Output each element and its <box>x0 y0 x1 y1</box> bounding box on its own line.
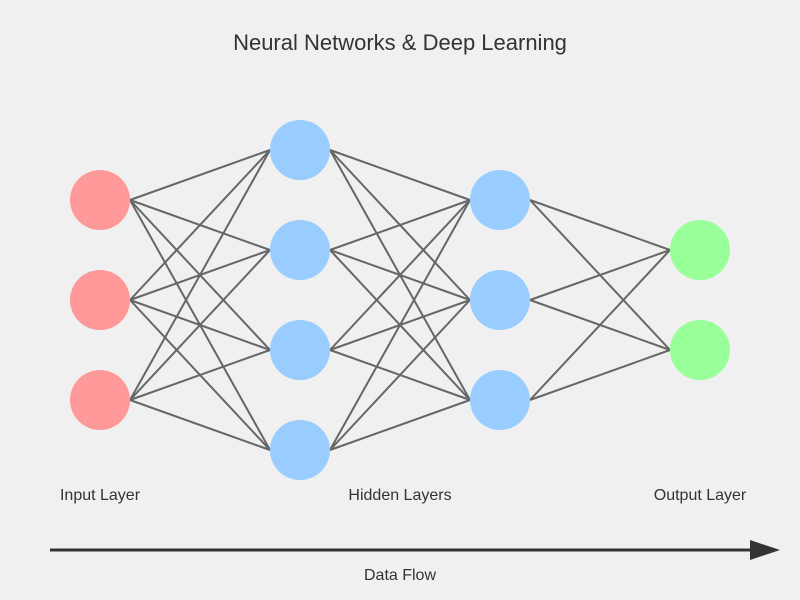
connection-l2n4-l3n2 <box>329 299 471 451</box>
connection-l1n2-l2n1 <box>129 149 271 301</box>
hidden-node-layer2-3 <box>270 320 330 380</box>
diagram-title: Neural Networks & Deep Learning <box>233 30 567 55</box>
connection-l1n3-l2n4 <box>129 399 271 451</box>
output-layer-label: Output Layer <box>654 487 747 504</box>
connection-l3n3-l4n1 <box>529 249 671 401</box>
hidden-node-layer2-2 <box>270 220 330 280</box>
hidden-node-layer3-3 <box>470 370 530 430</box>
hidden-node-layer3-2 <box>470 270 530 330</box>
connection-l2n4-l3n1 <box>329 199 471 451</box>
connection-l3n2-l4n1 <box>529 249 671 301</box>
connection-l2n3-l3n1 <box>329 199 471 351</box>
hidden-node-layer3-1 <box>470 170 530 230</box>
connection-l2n1-l3n1 <box>329 149 471 201</box>
data-flow-arrowhead <box>750 540 780 560</box>
connection-l1n3-l2n3 <box>129 349 271 401</box>
connection-l1n3-l2n1 <box>129 149 271 401</box>
data-flow-label: Data Flow <box>364 567 436 584</box>
connection-l1n3-l2n2 <box>129 249 271 401</box>
connection-l1n1-l2n1 <box>129 149 271 201</box>
hidden-node-layer2-4 <box>270 420 330 480</box>
output-node-layer4-2 <box>670 320 730 380</box>
connection-l2n4-l3n3 <box>329 399 471 451</box>
connections <box>129 149 671 451</box>
input-node-layer1-1 <box>70 170 130 230</box>
input-layer-label: Input Layer <box>60 487 141 504</box>
hidden-layers-label: Hidden Layers <box>348 487 451 504</box>
hidden-node-layer2-1 <box>270 120 330 180</box>
neurons <box>70 120 730 480</box>
connection-l3n3-l4n2 <box>529 349 671 401</box>
connection-l3n1-l4n1 <box>529 199 671 251</box>
output-node-layer4-1 <box>670 220 730 280</box>
input-node-layer1-3 <box>70 370 130 430</box>
input-node-layer1-2 <box>70 270 130 330</box>
data-flow-arrow <box>50 540 780 560</box>
connection-l2n2-l3n1 <box>329 199 471 251</box>
